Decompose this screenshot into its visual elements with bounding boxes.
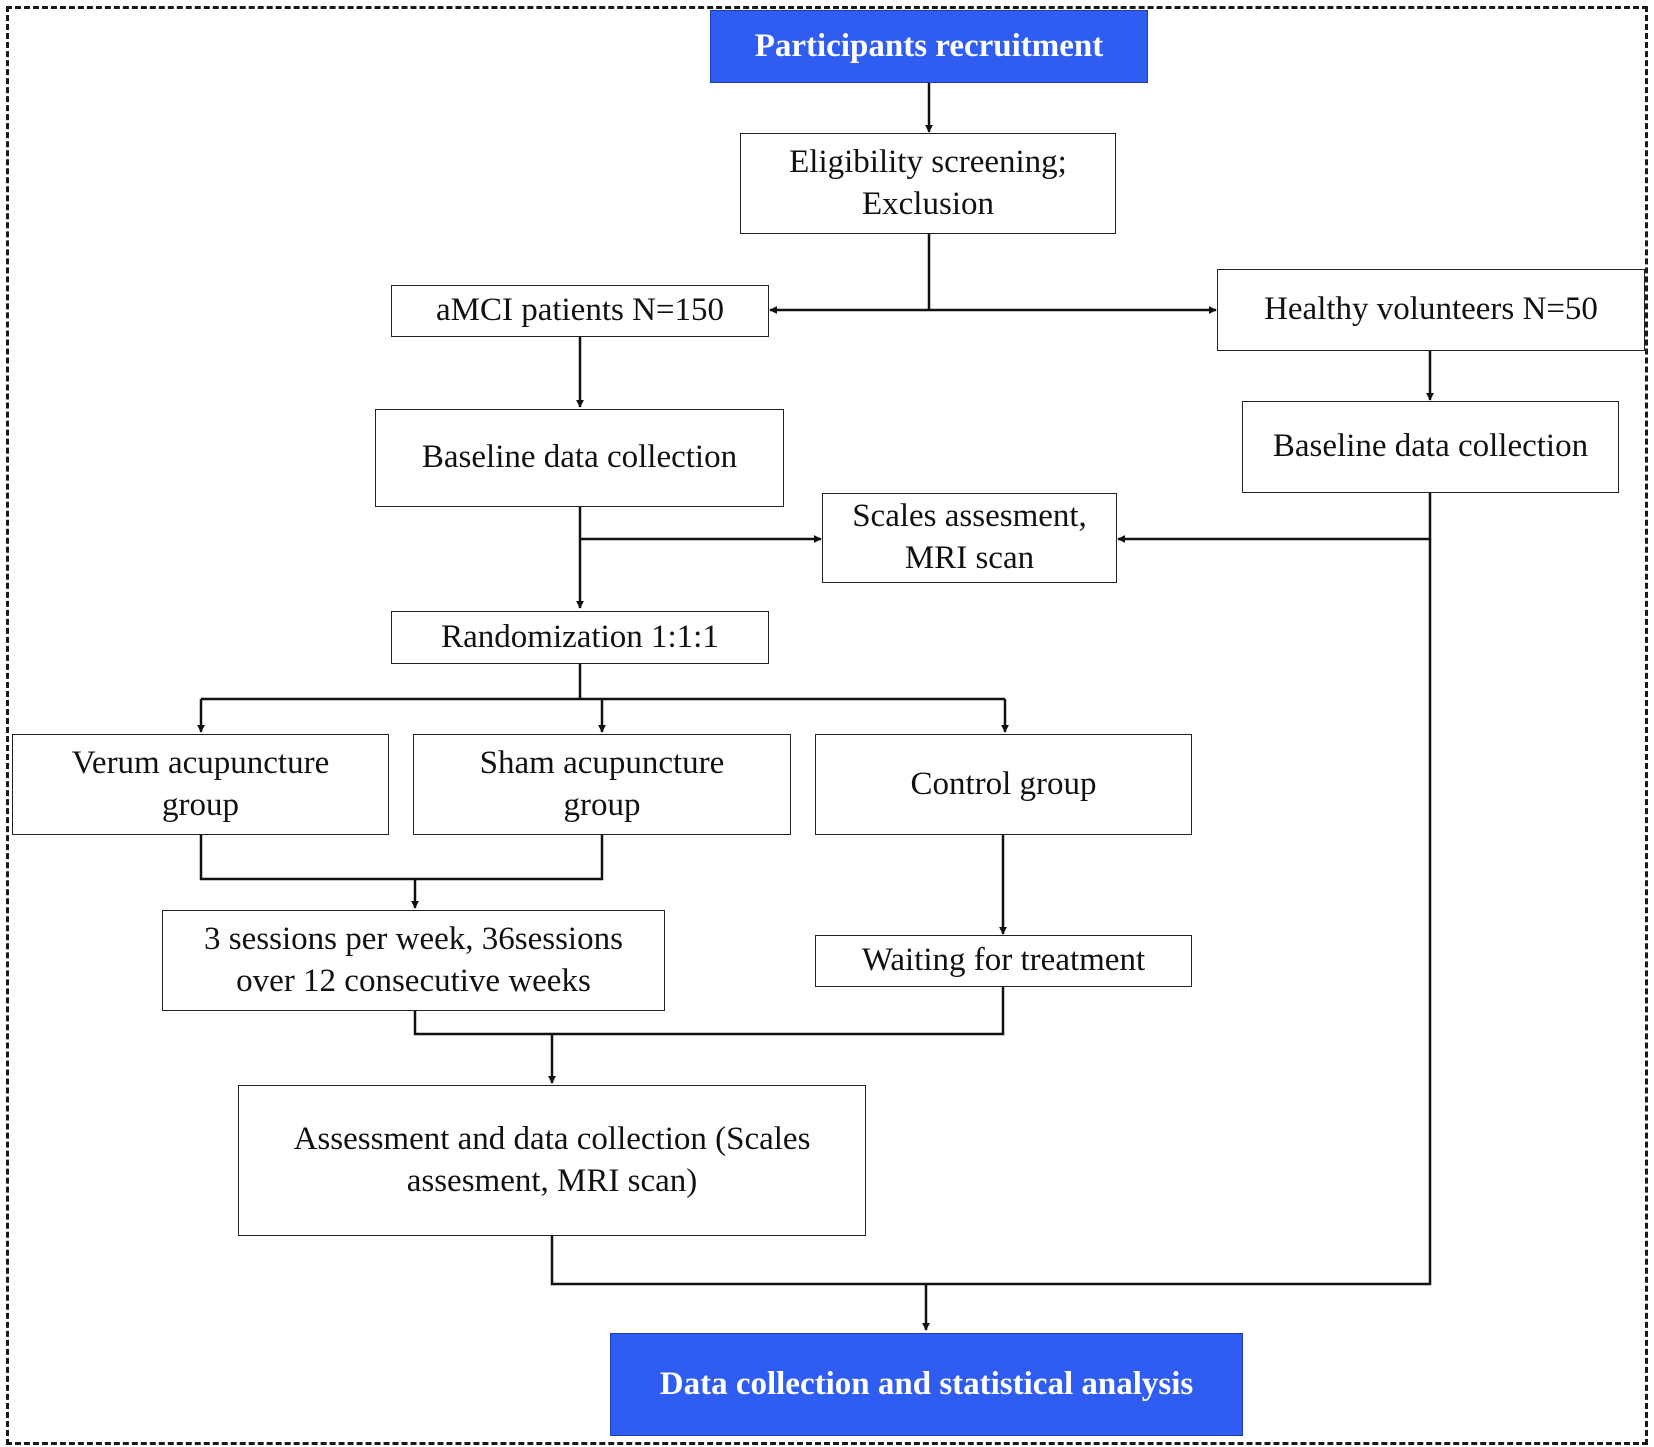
amci-patients-box: aMCI patients N=150 (391, 285, 769, 337)
waiting-box: Waiting for treatment (815, 935, 1192, 987)
sham-group-line-1: Sham acupuncture (479, 744, 725, 781)
verum-group-box: Verum acupuncture group (12, 734, 389, 835)
baseline-amci-box: Baseline data collection (375, 409, 784, 507)
assessment-line-1: Assessment and data collection (Scales (293, 1120, 811, 1157)
assessment-box: Assessment and data collection (Scales a… (238, 1085, 866, 1236)
baseline-healthy-label: Baseline data collection (1272, 428, 1589, 465)
baseline-amci-label: Baseline data collection (421, 439, 738, 476)
scales-mri-line-1: Scales assesment, (852, 498, 1087, 535)
eligibility-screening-box: Eligibility screening; Exclusion (740, 133, 1116, 234)
amci-patients-label: aMCI patients N=150 (435, 292, 725, 329)
randomization-label: Randomization 1:1:1 (441, 618, 719, 655)
participants-recruitment-label: Participants recruitment (754, 27, 1104, 64)
line-assessment-healthy-merge (550, 539, 1432, 1286)
verum-group-line-2: group (161, 786, 239, 823)
final-analysis-label: Data collection and statistical analysis (659, 1365, 1194, 1402)
waiting-label: Waiting for treatment (861, 942, 1146, 979)
sham-group-line-2: group (563, 786, 641, 823)
dashed-outer-frame (6, 6, 1648, 1445)
sessions-box: 3 sessions per week, 36sessions over 12 … (162, 910, 665, 1011)
control-group-label: Control group (910, 765, 1097, 802)
line-verum-sham-merge (199, 834, 604, 881)
verum-group-line-1: Verum acupuncture (71, 744, 330, 781)
randomization-box: Randomization 1:1:1 (391, 611, 769, 664)
healthy-volunteers-box: Healthy volunteers N=50 (1217, 269, 1645, 351)
sham-group-box: Sham acupuncture group (413, 734, 791, 835)
baseline-healthy-box: Baseline data collection (1242, 401, 1619, 493)
assessment-line-2: assesment, MRI scan) (406, 1162, 698, 1199)
line-sessions-waiting-merge (413, 986, 1005, 1036)
scales-mri-box: Scales assesment, MRI scan (822, 493, 1117, 583)
eligibility-screening-line-2: Exclusion (862, 185, 994, 222)
final-analysis-box: Data collection and statistical analysis (610, 1333, 1243, 1436)
scales-mri-line-2: MRI scan (904, 540, 1035, 576)
participants-recruitment-box: Participants recruitment (710, 10, 1148, 83)
control-group-box: Control group (815, 734, 1192, 835)
sessions-line-2: over 12 consecutive weeks (236, 962, 591, 999)
arrow-healthy-baseline-to-scales (1117, 492, 1432, 543)
sessions-line-1: 3 sessions per week, 36sessions (204, 920, 623, 957)
healthy-volunteers-label: Healthy volunteers N=50 (1264, 291, 1598, 328)
eligibility-screening-line-1: Eligibility screening; (789, 143, 1067, 180)
